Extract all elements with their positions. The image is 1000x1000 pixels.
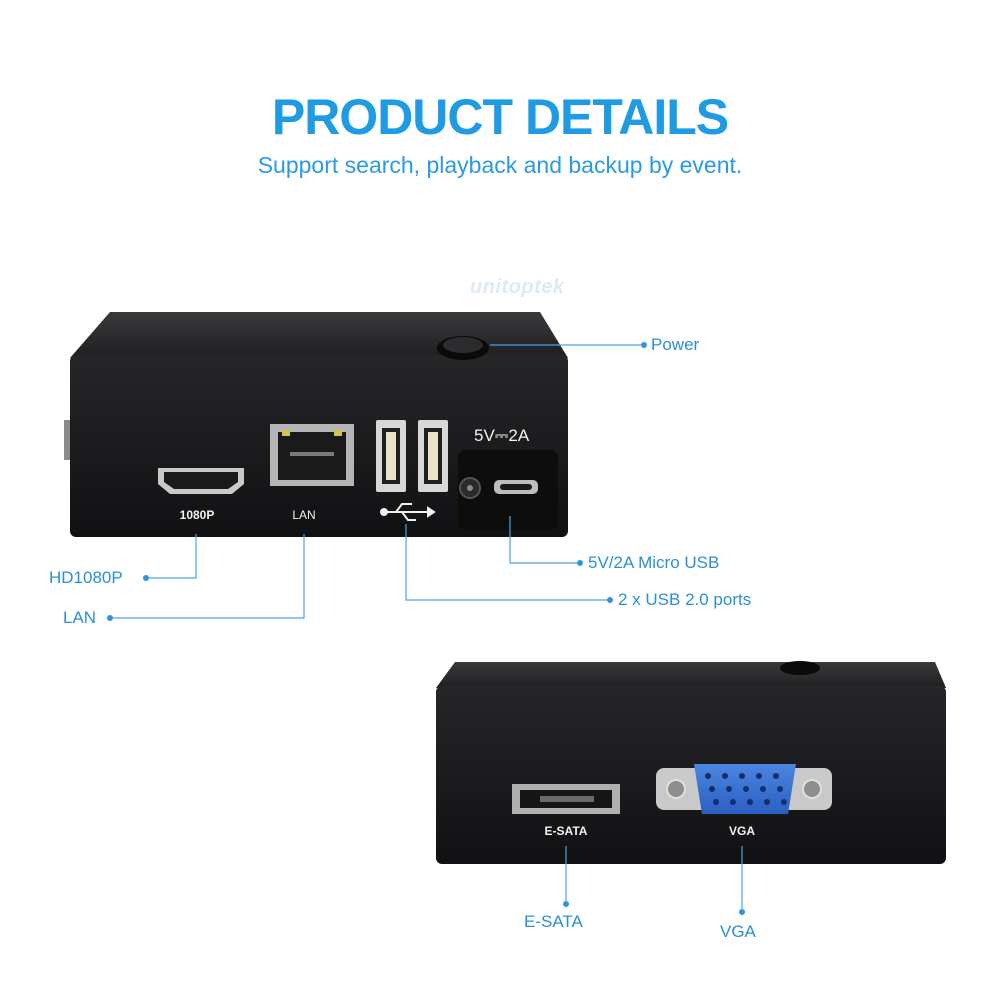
- device-front: [64, 312, 568, 537]
- callout-micro-usb: 5V/2A Micro USB: [588, 553, 720, 572]
- dc-jack: [459, 477, 481, 499]
- vga-port: [656, 764, 832, 814]
- page-subtitle: Support search, playback and backup by e…: [257, 152, 743, 178]
- hdmi-port: [158, 468, 244, 494]
- lan-port-label: LAN: [292, 508, 316, 522]
- callout-hdmi: HD1080P: [49, 568, 123, 587]
- callout-esata: E-SATA: [524, 912, 583, 931]
- vga-pin: [781, 799, 787, 805]
- vga-port-label: VGA: [728, 824, 755, 838]
- callout-power: Power: [651, 335, 700, 354]
- micro-usb-port: [494, 480, 538, 494]
- callout-lan: LAN: [63, 608, 97, 627]
- lan-port: [270, 424, 354, 486]
- device-front-side-foot: [64, 420, 74, 460]
- page-title: PRODUCT DETAILS: [271, 89, 729, 145]
- vga-pin: [713, 799, 719, 805]
- vga-pin: [722, 773, 728, 779]
- vga-pin: [777, 786, 783, 792]
- vga-pin: [739, 773, 745, 779]
- brand-watermark: unitoptek: [470, 276, 565, 298]
- esata-port: [512, 784, 620, 814]
- device-front-top: [70, 312, 568, 358]
- callout-lines: [106, 341, 746, 916]
- vga-pin: [747, 799, 753, 805]
- esata-port-label: E-SATA: [544, 824, 588, 838]
- vga-pin: [730, 799, 736, 805]
- usb-port-2: [418, 420, 448, 492]
- vga-pin: [760, 786, 766, 792]
- usb-port-1: [376, 420, 406, 492]
- callout-usb-ports: 2 x USB 2.0 ports: [618, 590, 752, 609]
- power-button[interactable]: [437, 336, 489, 360]
- vga-pin: [756, 773, 762, 779]
- hdmi-port-label: 1080P: [179, 508, 215, 522]
- usb-symbol-icon: [380, 503, 436, 521]
- device-back: [436, 661, 946, 864]
- vga-pin: [764, 799, 770, 805]
- vga-pin: [773, 773, 779, 779]
- vga-pin: [726, 786, 732, 792]
- power-rating-label: 5V⎓2A: [474, 426, 530, 445]
- vga-pin: [705, 773, 711, 779]
- device-back-top: [436, 662, 946, 688]
- vga-pin: [709, 786, 715, 792]
- callout-vga: VGA: [720, 922, 756, 941]
- device-back-button: [780, 661, 820, 675]
- vga-pin: [743, 786, 749, 792]
